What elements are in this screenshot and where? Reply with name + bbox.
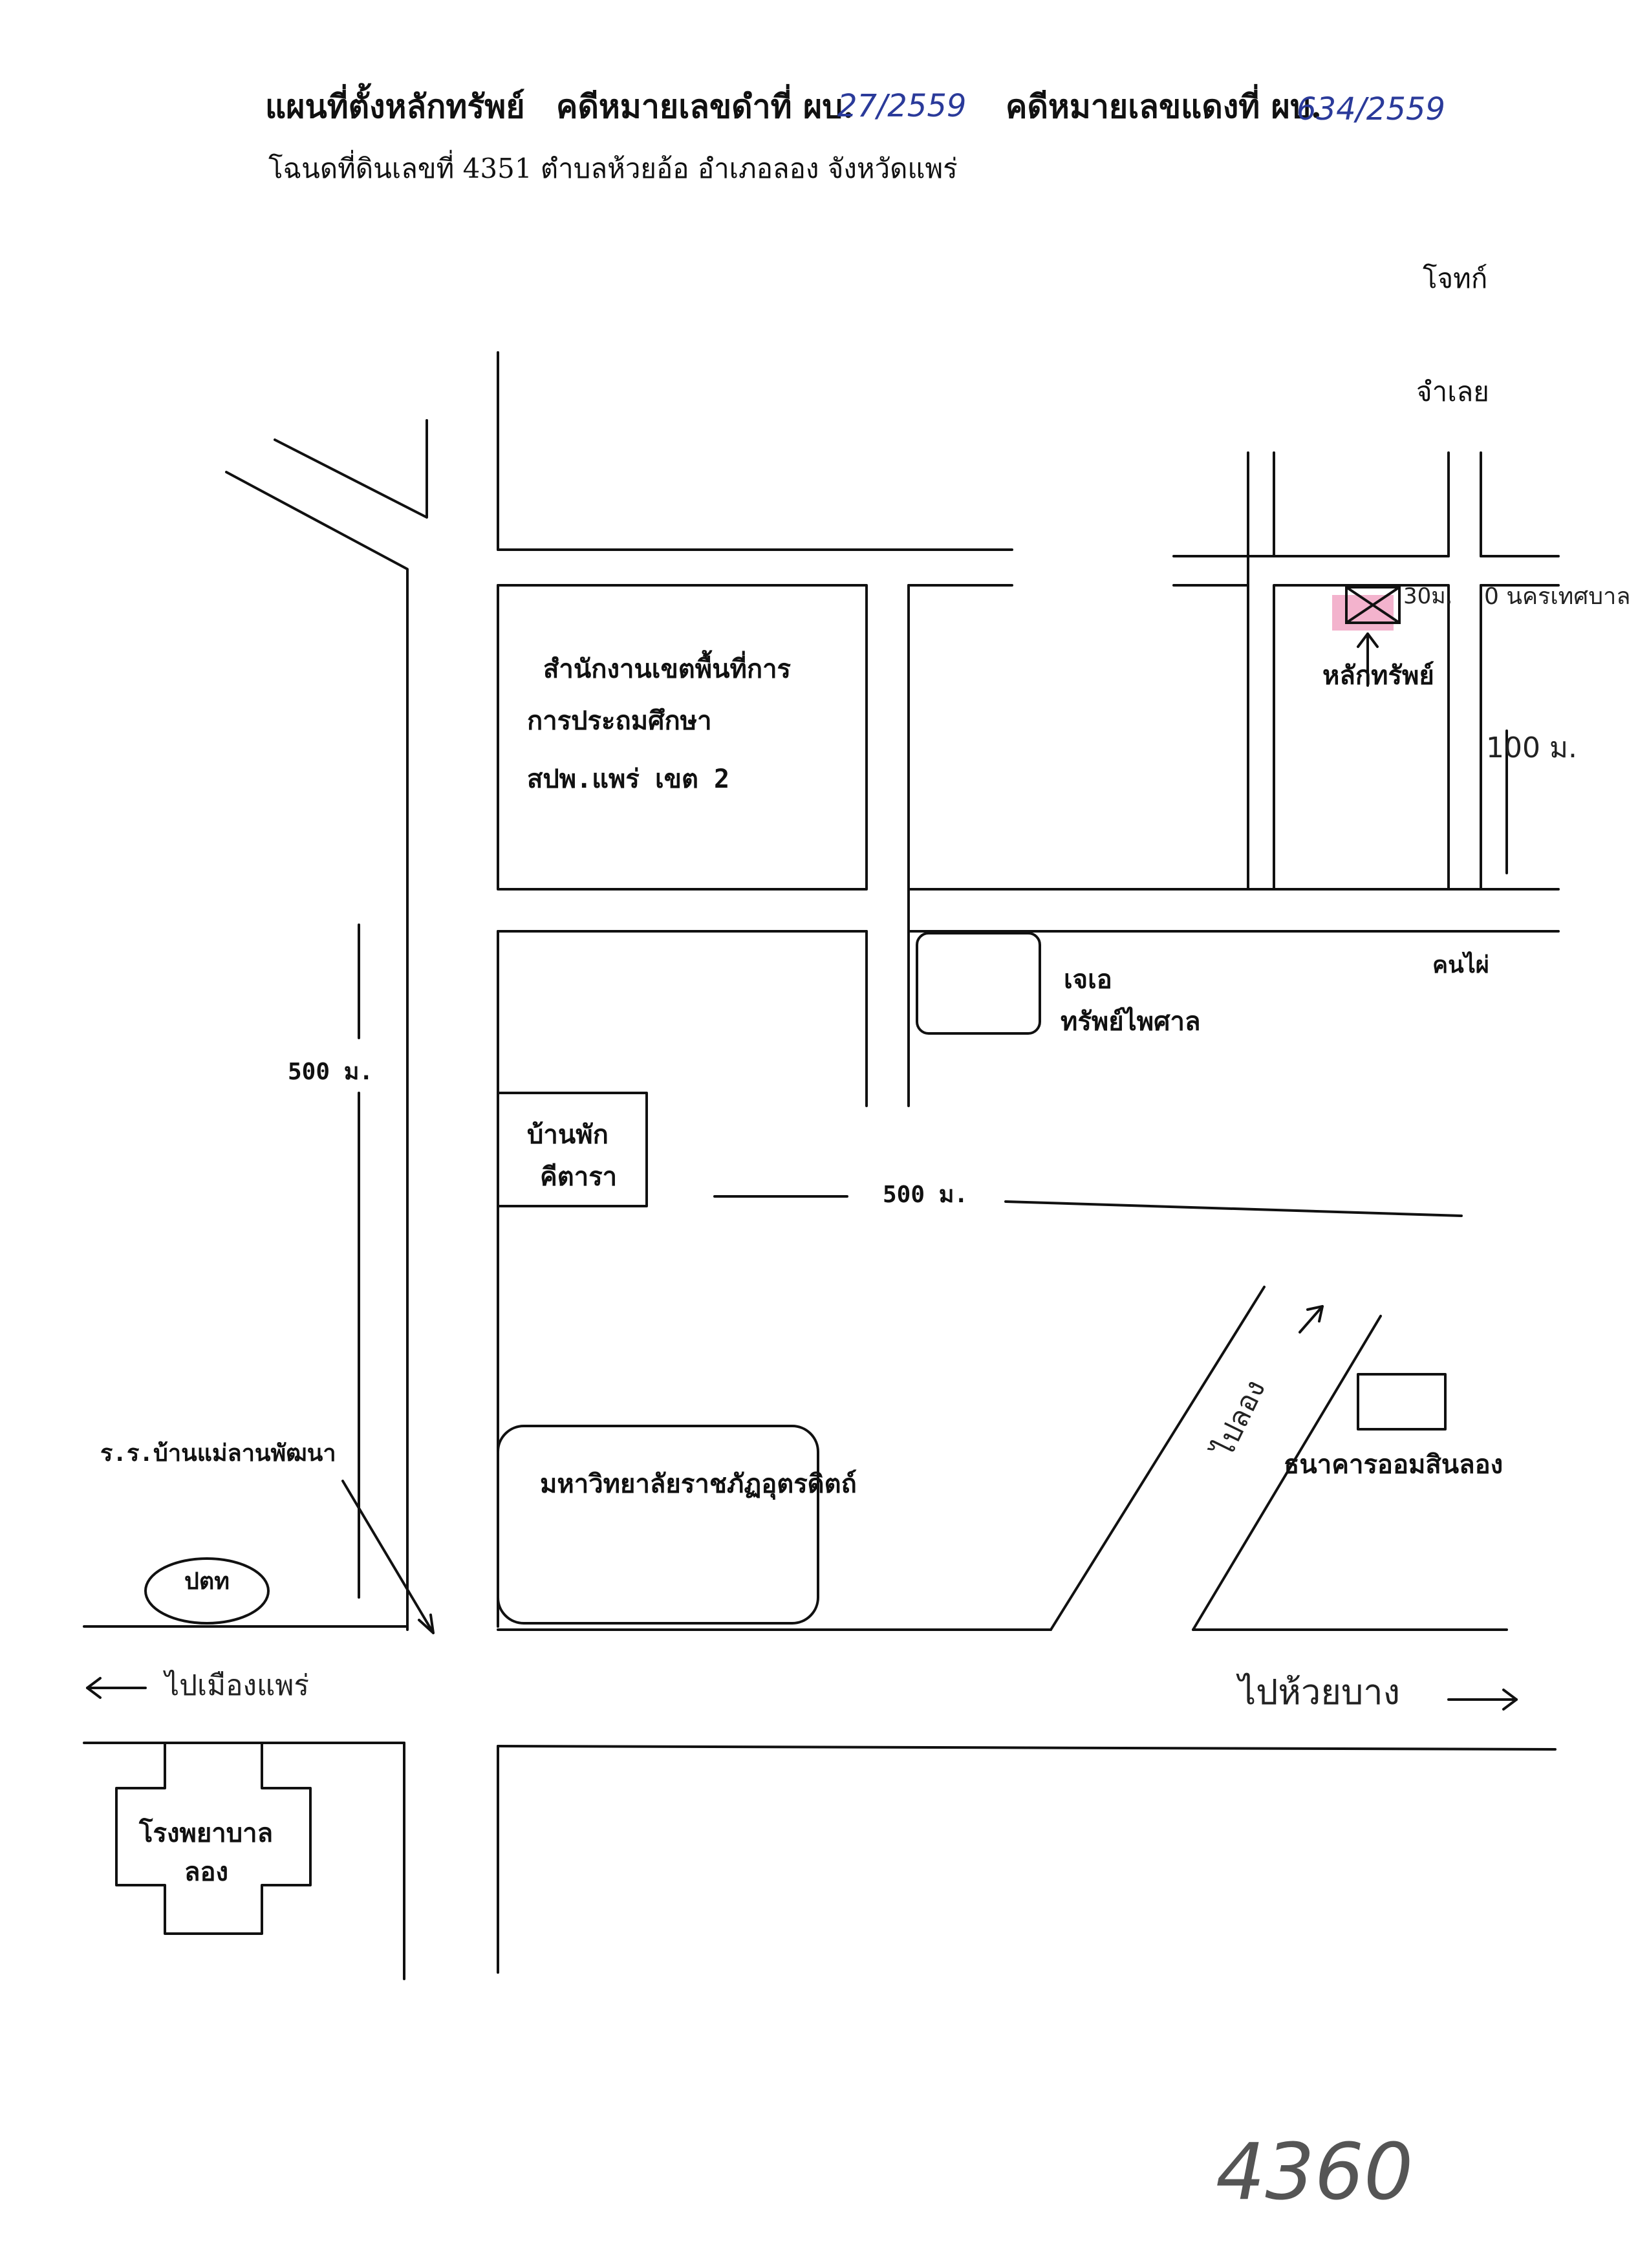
office-block bbox=[497, 584, 868, 891]
plaintiff-label: โจทก์ bbox=[1423, 263, 1488, 294]
black-case-label: คดีหมายเลขดำที่ ผบ. bbox=[556, 87, 854, 125]
road-diagonal-north-edge bbox=[274, 419, 428, 519]
office-label-line3: สปพ.แพร่ เขต 2 bbox=[527, 764, 730, 794]
office-label-line1: สำนักงานเขตพื้นที่การ bbox=[543, 654, 792, 684]
office-label-line2: การประถมศึกษา bbox=[527, 706, 712, 736]
health-station-ellipse bbox=[144, 1557, 270, 1625]
to-pakpan-label: ไปห้วยบาง bbox=[1238, 1672, 1400, 1712]
property-distance: 30ม. bbox=[1403, 583, 1453, 609]
distance-500m-left: 500 ม. bbox=[288, 1059, 374, 1085]
jj-label-line1: เจเอ bbox=[1064, 965, 1112, 995]
red-case-label: คดีหมายเลขแดงที่ ผบ. bbox=[1006, 87, 1322, 125]
village-school-label: ร.ร.บ้านแม่ลานพัฒนา bbox=[100, 1440, 336, 1467]
kon-pai-label: คนไผ่ bbox=[1432, 952, 1489, 978]
property-label: หลักทรัพย์ bbox=[1322, 661, 1434, 691]
bank-label: ธนาคารออมสินลอง bbox=[1284, 1450, 1503, 1480]
jj-block bbox=[916, 932, 1041, 1035]
distance-500m-middle: 500 ม. bbox=[883, 1182, 969, 1208]
bank-block bbox=[1357, 1373, 1447, 1431]
distance-100m: 100 ม. bbox=[1486, 731, 1577, 764]
district-road-label: 0 นครเทศบาล bbox=[1484, 583, 1631, 610]
guesthouse-label-line1: บ้านพัก bbox=[527, 1120, 609, 1150]
defendant-label: จำเลย bbox=[1416, 376, 1489, 407]
health-station-label: ปตท bbox=[184, 1568, 230, 1595]
map-title: แผนที่ตั้งหลักทรัพย์ bbox=[265, 87, 525, 125]
jj-label-line2: ทรัพย์ไพศาล bbox=[1061, 1007, 1201, 1037]
university-block bbox=[497, 1425, 819, 1625]
road-diagonal-north bbox=[225, 471, 409, 1631]
property-block bbox=[1273, 584, 1450, 891]
to-phrae-label: ไปเมืองแพร่ bbox=[165, 1669, 310, 1702]
red-case-number: 634/2559 bbox=[1297, 91, 1445, 127]
guesthouse-label-line2: คีตารา bbox=[540, 1162, 618, 1192]
hospital-cross bbox=[115, 1742, 312, 1935]
university-label: มหาวิทยาลัยราชภัฏอุตรดิตถ์ bbox=[540, 1469, 857, 1499]
guesthouse-block bbox=[497, 1092, 648, 1207]
page-number: 4360 bbox=[1216, 2128, 1414, 2218]
hospital-label-line2: ลอง bbox=[184, 1857, 229, 1887]
hospital-label-line1: โรงพยาบาล bbox=[139, 1819, 274, 1848]
deed-line: โฉนดที่ดินเลขที่ 4351 ตำบลห้วยอ้อ อำเภอล… bbox=[268, 153, 958, 184]
black-case-number: 27/2559 bbox=[837, 88, 967, 124]
